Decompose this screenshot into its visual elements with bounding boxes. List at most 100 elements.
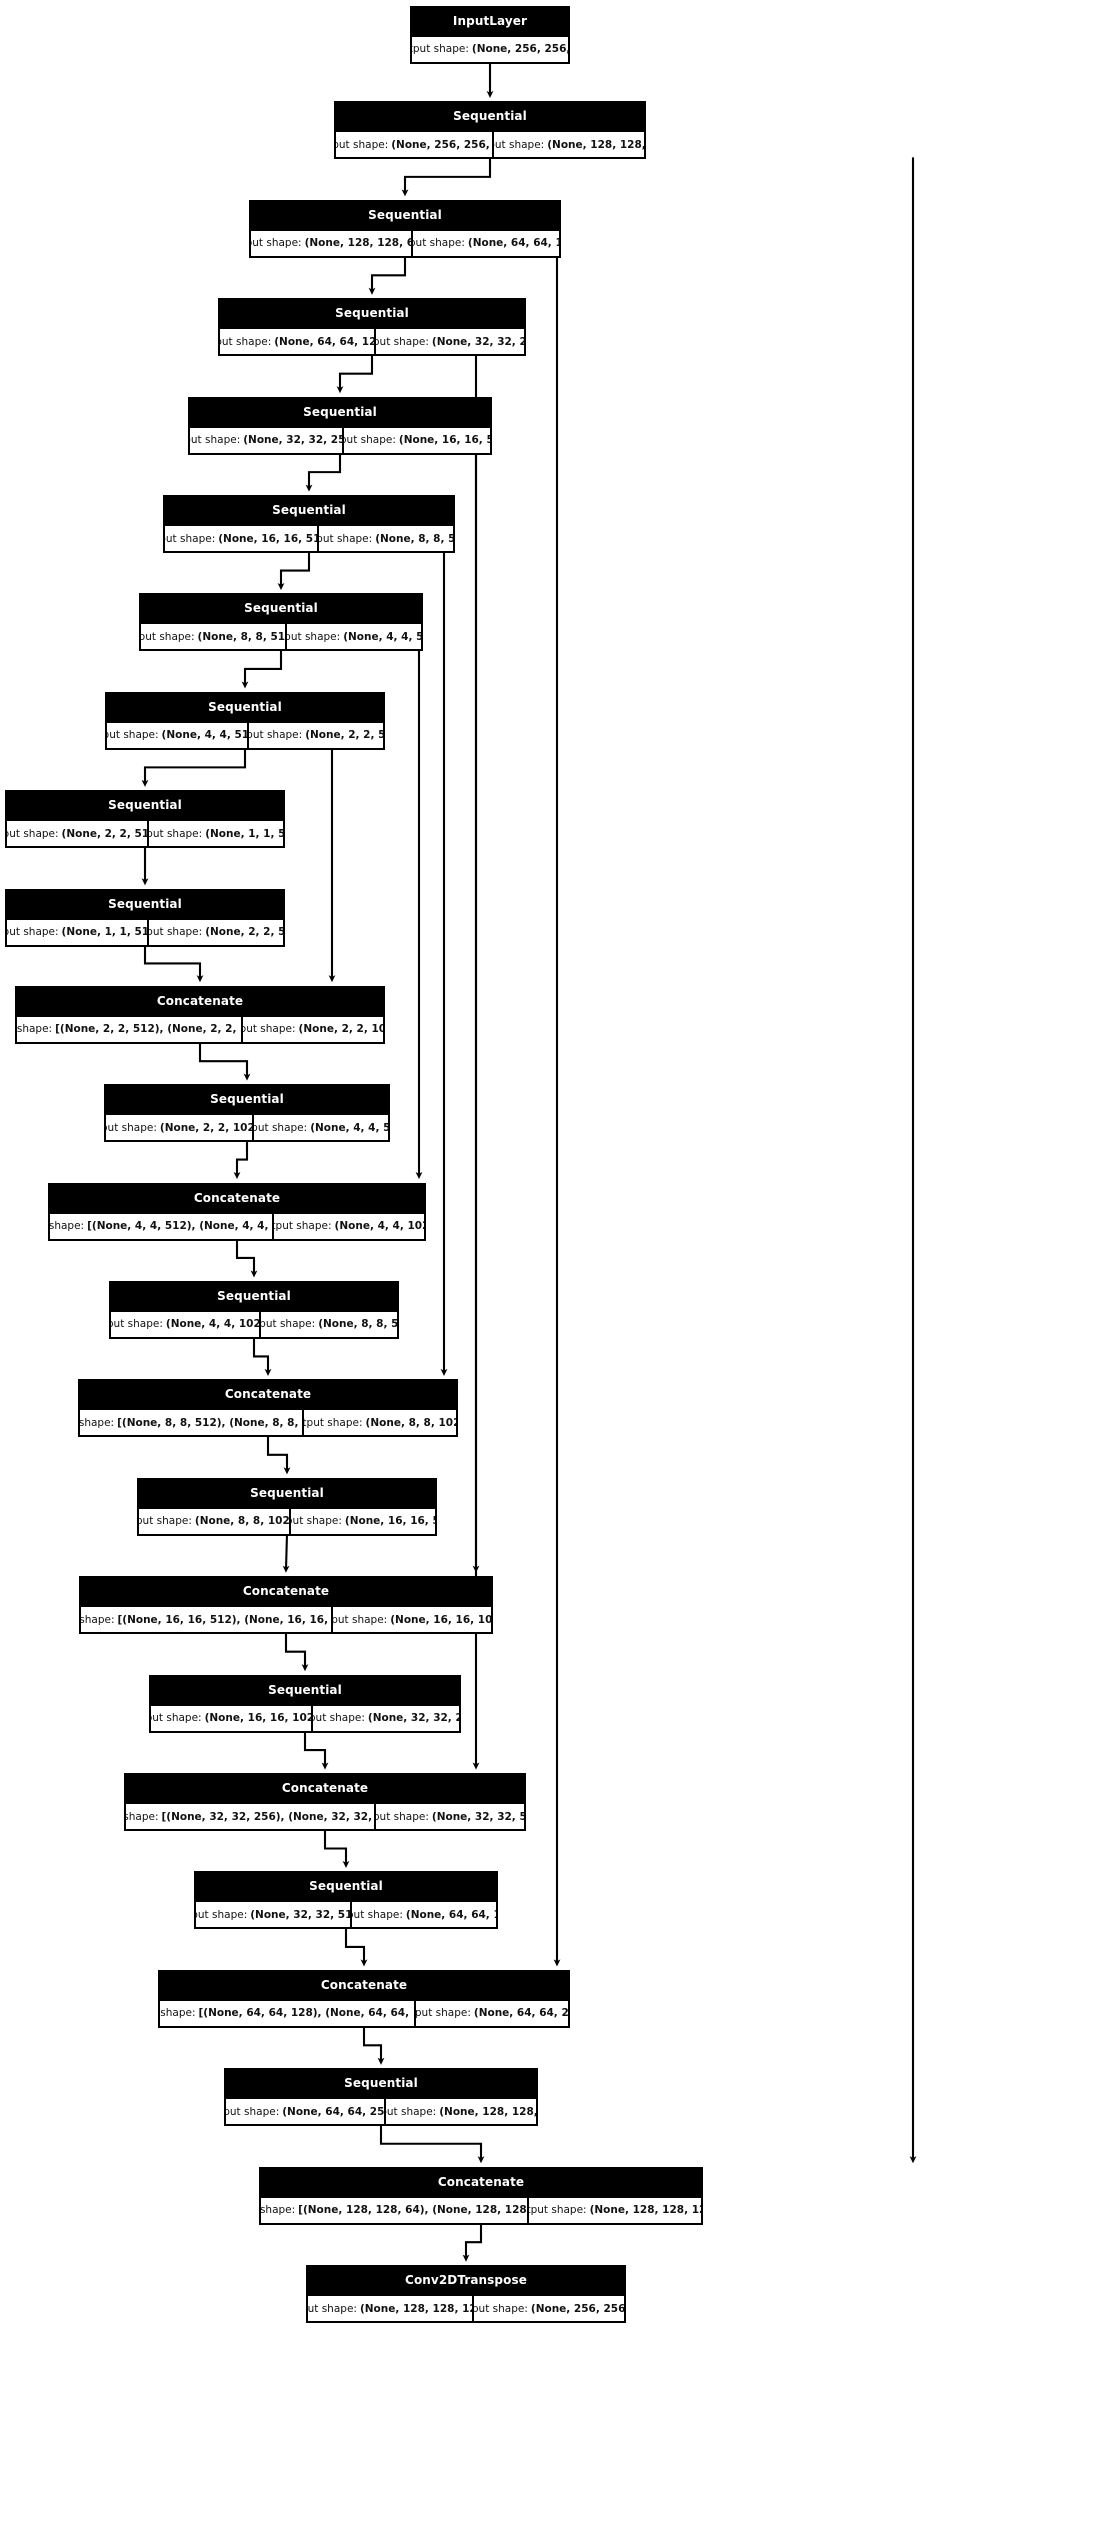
input-shape-value: [(None, 16, 16, 512), (None, 16, 16, 512… [117, 1613, 331, 1626]
output-shape-seq_6: Output shape:(None, 4, 4, 512) [285, 624, 421, 650]
node-concat_2[interactable]: ConcatenateInput shape:[(None, 4, 4, 512… [48, 1182, 426, 1241]
input-shape-value: [(None, 8, 8, 512), (None, 8, 8, 512)] [117, 1416, 302, 1429]
node-title-seq_12: Sequential [139, 1479, 435, 1507]
output-shape-concat_7: Output shape:(None, 128, 128, 128) [527, 2197, 701, 2223]
node-title-input_layer: InputLayer [412, 7, 568, 35]
input-shape-concat_4: Input shape:[(None, 16, 16, 512), (None,… [81, 1607, 331, 1633]
output-shape-label: Output shape: [374, 1810, 429, 1823]
output-shape-concat_1: Output shape:(None, 2, 2, 1024) [241, 1016, 383, 1042]
edge-seq_10-to-concat_2 [233, 1140, 249, 1180]
input-shape-value: (None, 16, 16, 512) [218, 532, 317, 545]
output-shape-value: (None, 8, 8, 512) [375, 532, 453, 545]
node-shapes-concat_2: Input shape:[(None, 4, 4, 512), (None, 4… [50, 1211, 424, 1239]
output-shape-label: Output shape: [331, 1613, 388, 1626]
node-shapes-seq_3: Input shape:(None, 64, 64, 128)Output sh… [220, 327, 524, 355]
output-shape-value: (None, 256, 256, 3) [530, 2302, 624, 2315]
node-input_layer[interactable]: InputLayerOutput shape:(None, 256, 256, … [410, 5, 570, 64]
input-shape-label: Input shape: [220, 335, 272, 348]
input-shape-value: (None, 256, 256, 3) [391, 138, 492, 151]
node-shapes-conv2dtranspose: Input shape:(None, 128, 128, 128)Output … [308, 2294, 624, 2322]
output-shape-label: Output shape: [259, 1318, 316, 1331]
edge-concat_1-to-seq_10 [198, 1041, 251, 1081]
node-concat_5[interactable]: ConcatenateInput shape:[(None, 32, 32, 2… [124, 1773, 526, 1831]
input-shape-seq_11: Input shape:(None, 4, 4, 1024) [111, 1311, 259, 1337]
node-shapes-seq_13: Input shape:(None, 16, 16, 1024)Output s… [151, 1703, 459, 1731]
input-shape-seq_12: Input shape:(None, 8, 8, 1024) [139, 1508, 289, 1534]
node-title-seq_4: Sequential [190, 398, 490, 426]
edge-seq_2-to-seq_3 [368, 255, 407, 295]
input-shape-value: [(None, 128, 128, 64), (None, 128, 128, … [298, 2204, 527, 2217]
output-shape-seq_10: Output shape:(None, 4, 4, 512) [252, 1115, 388, 1141]
node-seq_3[interactable]: SequentialInput shape:(None, 64, 64, 128… [218, 298, 526, 357]
node-concat_3[interactable]: ConcatenateInput shape:[(None, 8, 8, 512… [78, 1379, 458, 1438]
edge-seq_14-to-concat_6 [344, 1927, 368, 1967]
input-shape-value: (None, 4, 4, 1024) [165, 1318, 259, 1331]
node-concat_1[interactable]: ConcatenateInput shape:[(None, 2, 2, 512… [15, 985, 385, 1044]
input-shape-value: (None, 2, 2, 1024) [159, 1121, 252, 1134]
edge-concat_2-to-seq_11 [235, 1238, 258, 1278]
node-seq_14[interactable]: SequentialInput shape:(None, 32, 32, 512… [194, 1871, 498, 1930]
node-title-seq_5: Sequential [165, 497, 453, 525]
input-shape-value: (None, 32, 32, 256) [243, 434, 342, 447]
node-seq_10[interactable]: SequentialInput shape:(None, 2, 2, 1024)… [104, 1084, 390, 1143]
output-shape-seq_4: Output shape:(None, 16, 16, 512) [342, 427, 490, 453]
output-shape-value: (None, 4, 4, 512) [343, 630, 421, 643]
node-shapes-concat_7: Input shape:[(None, 128, 128, 64), (None… [261, 2195, 701, 2223]
input-shape-conv2dtranspose: Input shape:(None, 128, 128, 128) [308, 2296, 472, 2322]
node-concat_4[interactable]: ConcatenateInput shape:[(None, 16, 16, 5… [79, 1576, 493, 1635]
output-shape-label: Output shape: [147, 827, 203, 840]
output-shape-label: Output shape: [291, 1515, 342, 1528]
node-conv2dtranspose[interactable]: Conv2DTransposeInput shape:(None, 128, 1… [306, 2265, 626, 2324]
input-shape-concat_7: Input shape:[(None, 128, 128, 64), (None… [261, 2197, 527, 2223]
input-shape-value: [(None, 4, 4, 512), (None, 4, 4, 512)] [87, 1220, 272, 1232]
output-shape-concat_6: Output shape:(None, 64, 64, 256) [414, 2000, 568, 2026]
output-shape-label: Output shape: [241, 1023, 296, 1036]
node-seq_12[interactable]: SequentialInput shape:(None, 8, 8, 1024)… [137, 1477, 437, 1536]
input-shape-label: Input shape: [160, 2007, 196, 2020]
input-shape-value: (None, 16, 16, 1024) [204, 1712, 311, 1725]
node-title-concat_4: Concatenate [81, 1578, 491, 1606]
node-concat_7[interactable]: ConcatenateInput shape:[(None, 128, 128,… [259, 2166, 703, 2225]
node-seq_2[interactable]: SequentialInput shape:(None, 128, 128, 6… [249, 199, 561, 258]
input-shape-label: Input shape: [17, 1023, 53, 1036]
output-shape-label: Output shape: [529, 2204, 587, 2217]
node-shapes-seq_4: Input shape:(None, 32, 32, 256)Output sh… [190, 425, 490, 453]
input-shape-seq_6: Input shape:(None, 8, 8, 512) [141, 624, 285, 650]
node-seq_4[interactable]: SequentialInput shape:(None, 32, 32, 256… [188, 396, 492, 455]
node-shapes-concat_6: Input shape:[(None, 64, 64, 128), (None,… [160, 1998, 568, 2026]
edge-concat_7-to-conv2dtranspose [462, 2222, 483, 2262]
node-shapes-seq_2: Input shape:(None, 128, 128, 64)Output s… [251, 228, 559, 256]
output-shape-concat_3: Output shape:(None, 8, 8, 1024) [302, 1410, 456, 1436]
node-title-seq_6: Sequential [141, 595, 421, 623]
input-shape-value: (None, 8, 8, 1024) [194, 1515, 289, 1528]
node-seq_13[interactable]: SequentialInput shape:(None, 16, 16, 102… [149, 1674, 461, 1733]
node-shapes-concat_5: Input shape:[(None, 32, 32, 256), (None,… [126, 1802, 524, 1829]
node-shapes-concat_1: Input shape:[(None, 2, 2, 512), (None, 2… [17, 1014, 383, 1042]
node-seq_15[interactable]: SequentialInput shape:(None, 64, 64, 256… [224, 2068, 538, 2127]
node-seq_1[interactable]: SequentialInput shape:(None, 256, 256, 3… [334, 101, 646, 160]
node-title-seq_3: Sequential [220, 300, 524, 328]
output-shape-seq_14: Output shape:(None, 64, 64, 128) [350, 1902, 496, 1928]
input-shape-concat_1: Input shape:[(None, 2, 2, 512), (None, 2… [17, 1016, 241, 1042]
node-seq_11[interactable]: SequentialInput shape:(None, 4, 4, 1024)… [109, 1280, 399, 1339]
output-shape-seq_7: Output shape:(None, 2, 2, 512) [247, 722, 383, 748]
node-seq_5[interactable]: SequentialInput shape:(None, 16, 16, 512… [163, 495, 455, 554]
node-seq_7[interactable]: SequentialInput shape:(None, 4, 4, 512)O… [105, 691, 385, 750]
output-shape-label: Output shape: [317, 532, 373, 545]
node-shapes-seq_5: Input shape:(None, 16, 16, 512)Output sh… [165, 524, 453, 552]
output-shape-value: (None, 2, 2, 512) [305, 729, 383, 742]
input-shape-seq_9: Input shape:(None, 1, 1, 512) [7, 919, 147, 945]
output-shape-value: (None, 16, 16, 512) [344, 1515, 435, 1528]
output-shape-value: (None, 2, 2, 1024) [298, 1023, 383, 1036]
input-shape-label: Input shape: [261, 2204, 296, 2217]
node-shapes-seq_1: Input shape:(None, 256, 256, 3)Output sh… [336, 130, 644, 158]
node-seq_6[interactable]: SequentialInput shape:(None, 8, 8, 512)O… [139, 593, 423, 652]
output-shape-label: Output shape: [413, 237, 465, 250]
output-shape-seq_11: Output shape:(None, 8, 8, 512) [259, 1311, 397, 1337]
node-seq_9[interactable]: SequentialInput shape:(None, 1, 1, 512)O… [5, 888, 285, 947]
output-shape-seq_5: Output shape:(None, 8, 8, 512) [317, 526, 453, 552]
node-seq_8[interactable]: SequentialInput shape:(None, 2, 2, 512)O… [5, 790, 285, 849]
node-concat_6[interactable]: ConcatenateInput shape:[(None, 64, 64, 1… [158, 1969, 570, 2028]
